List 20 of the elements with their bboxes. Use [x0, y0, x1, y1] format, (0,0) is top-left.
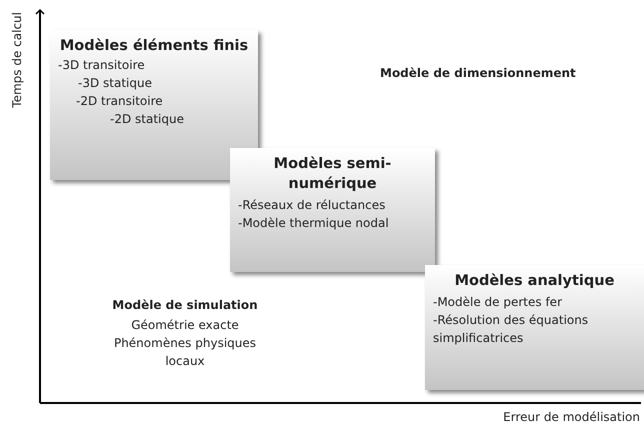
list-item: -Modèle thermique nodal — [238, 215, 389, 232]
list-item: -Résolution des équations simplificatrices — [433, 312, 590, 347]
box-heading: Modèles semi-numérique — [272, 155, 392, 194]
description-text: Géométrie exacte — [130, 317, 240, 334]
region-label: Modèle de dimensionnement — [380, 65, 576, 82]
axis-label: Erreur de modélisation — [503, 409, 640, 426]
list-item: -2D statique — [110, 111, 184, 128]
box-heading: Modèles analytique — [454, 272, 614, 291]
description-text: Phénomènes physiques locaux — [112, 335, 258, 370]
box-heading: Modèles éléments finis — [60, 37, 248, 56]
axis-label: Temps de calcul — [9, 12, 25, 108]
list-item: -3D statique — [78, 75, 152, 92]
list-item: -Réseaux de réluctances — [238, 197, 386, 214]
list-item: -Modèle de pertes fer — [433, 294, 562, 311]
model-box — [230, 148, 435, 272]
model-box — [50, 30, 258, 180]
list-item: -3D transitoire — [58, 57, 145, 74]
region-label: Modèle de simulation — [111, 297, 259, 314]
model-box — [425, 265, 644, 390]
list-item: -2D transitoire — [76, 93, 163, 110]
